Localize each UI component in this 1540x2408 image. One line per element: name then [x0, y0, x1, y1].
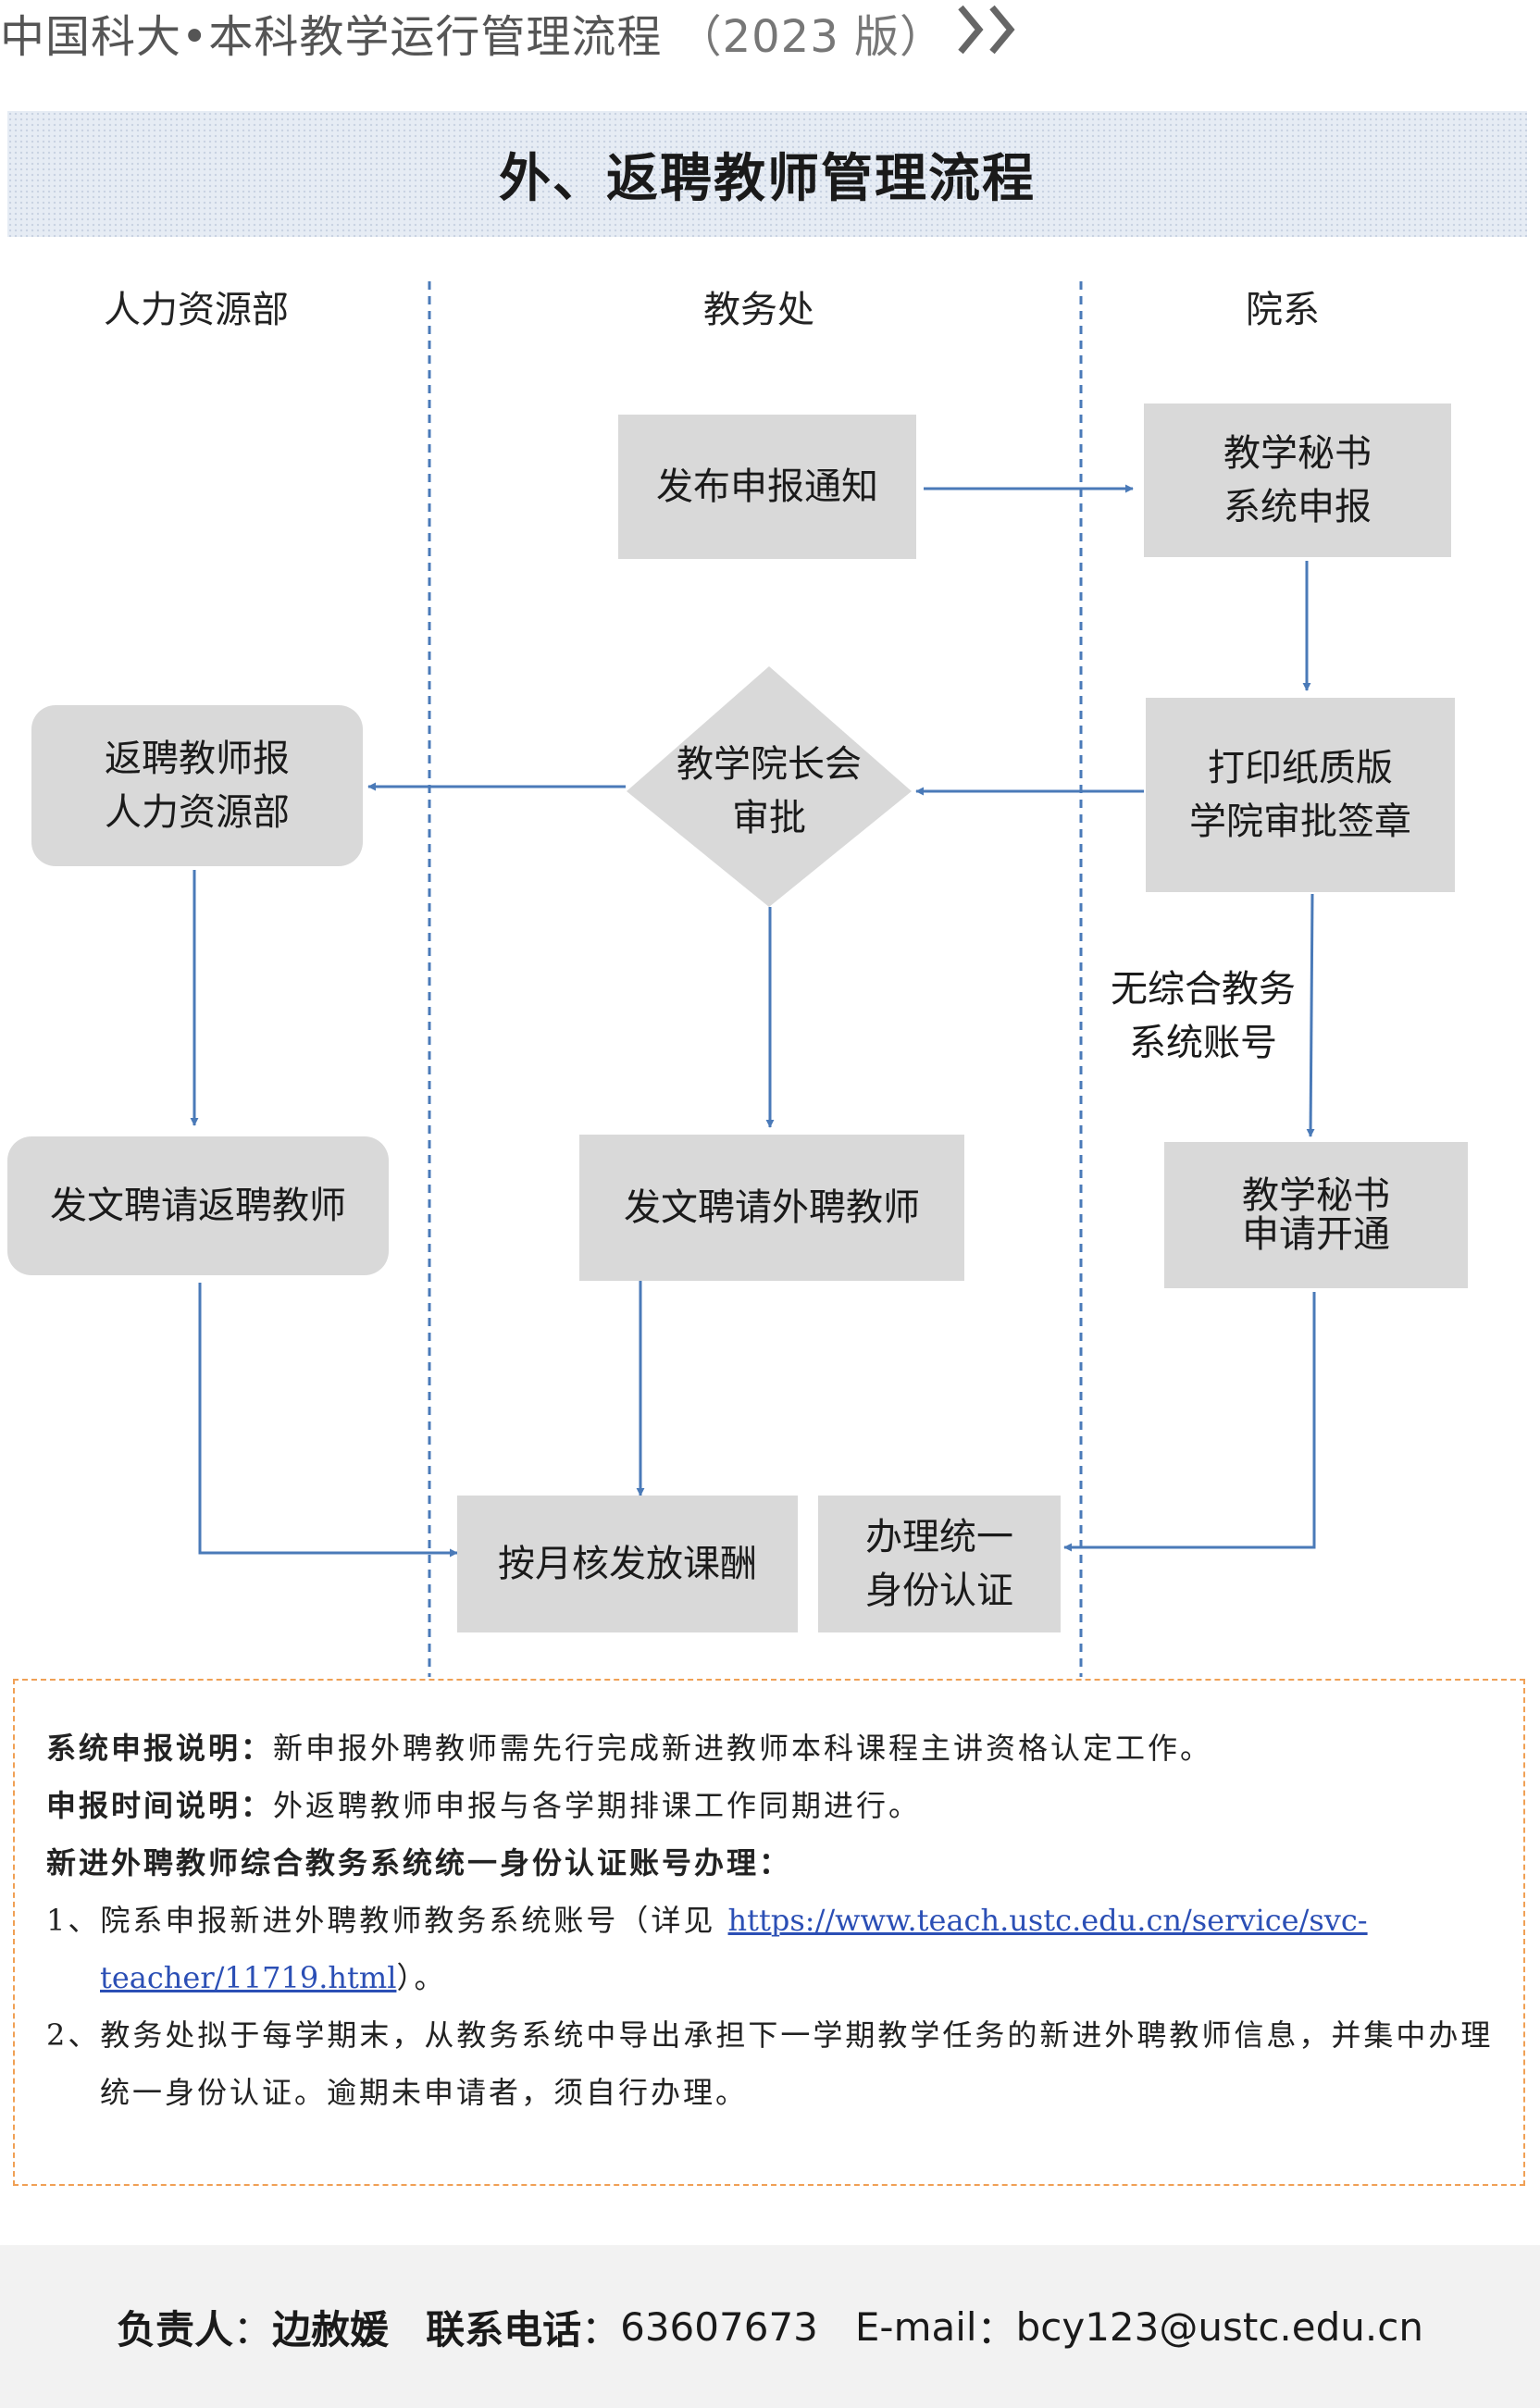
teacher-account-link[interactable]: https://www.teach.ustc.edu.cn/service/sv… — [100, 1903, 1368, 1995]
node-print-sign: 打印纸质版 学院审批签章 — [1146, 698, 1455, 892]
lane-label-department: 院系 — [1246, 289, 1320, 331]
notes-box: 系统申报说明：新申报外聘教师需先行完成新进教师本科课程主讲资格认定工作。 申报时… — [13, 1679, 1525, 2186]
note-system-report: 系统申报说明：新申报外聘教师需先行完成新进教师本科课程主讲资格认定工作。 — [46, 1731, 1213, 1766]
note-item-1: 1、院系申报新进外聘教师教务系统账号（详见 https://www.teach.… — [46, 1903, 1368, 1995]
node-monthly-pay: 按月核发放课酬 — [457, 1496, 798, 1632]
node-unified-id: 办理统一 身份认证 — [818, 1496, 1061, 1632]
lane-label-hr: 人力资源部 — [104, 289, 289, 331]
footer-owner-name: 边赦媛 — [272, 2306, 390, 2352]
footer-email[interactable]: bcy123@ustc.edu.cn — [1015, 2303, 1423, 2350]
footer-owner-label: 负责人 — [117, 2306, 234, 2352]
footer-email-label: E-mail — [854, 2303, 977, 2350]
node-dean-approval-label: 教学院长会 审批 — [677, 743, 862, 839]
arrow-hrdoc-to-pay — [198, 1283, 458, 1558]
footer-contact: 负责人 ： 边赦媛 联系电话 ： 63607673 E-mail ： bcy12… — [0, 2245, 1540, 2408]
flow-connectors — [190, 281, 1316, 1677]
page-title: 外、返聘教师管理流程 — [499, 148, 1036, 209]
node-secretary-report: 教学秘书 系统申报 — [1144, 403, 1451, 557]
note-account-heading: 新进外聘教师综合教务系统统一身份认证账号办理： — [46, 1845, 792, 1880]
arrow-apply-to-id — [1063, 1292, 1316, 1552]
footer-phone-label: 联系电话 — [426, 2306, 582, 2352]
node-office-hire-doc: 发文聘请外聘教师 — [579, 1135, 964, 1281]
double-chevron-right-icon — [958, 5, 1015, 55]
header-version: （2023 版） — [677, 11, 946, 63]
note-item-2: 2、教务处拟于每学期末，从教务系统中导出承担下一学期教学任务的新进外聘教师信息，… — [46, 2017, 1494, 2110]
footer-phone: 63607673 — [620, 2303, 818, 2350]
lane-label-academic-office: 教务处 — [703, 289, 814, 331]
note-report-time: 申报时间说明：外返聘教师申报与各学期排课工作同期进行。 — [46, 1788, 922, 1823]
node-hr-hire-doc: 发文聘请返聘教师 — [7, 1136, 389, 1275]
node-publish-notice: 发布申报通知 — [618, 415, 916, 559]
dean-approval-diamond — [627, 666, 912, 907]
node-secretary-apply: 教学秘书 申请开通 — [1164, 1142, 1468, 1288]
node-rehire-report: 返聘教师报 人力资源部 — [31, 705, 363, 866]
note-no-account: 无综合教务 系统账号 — [1111, 968, 1296, 1064]
title-band: 外、返聘教师管理流程 — [7, 111, 1527, 237]
header-title: 中国科大•本科教学运行管理流程 （2023 版） — [0, 11, 946, 63]
arrow-print-to-apply — [1306, 893, 1315, 1137]
